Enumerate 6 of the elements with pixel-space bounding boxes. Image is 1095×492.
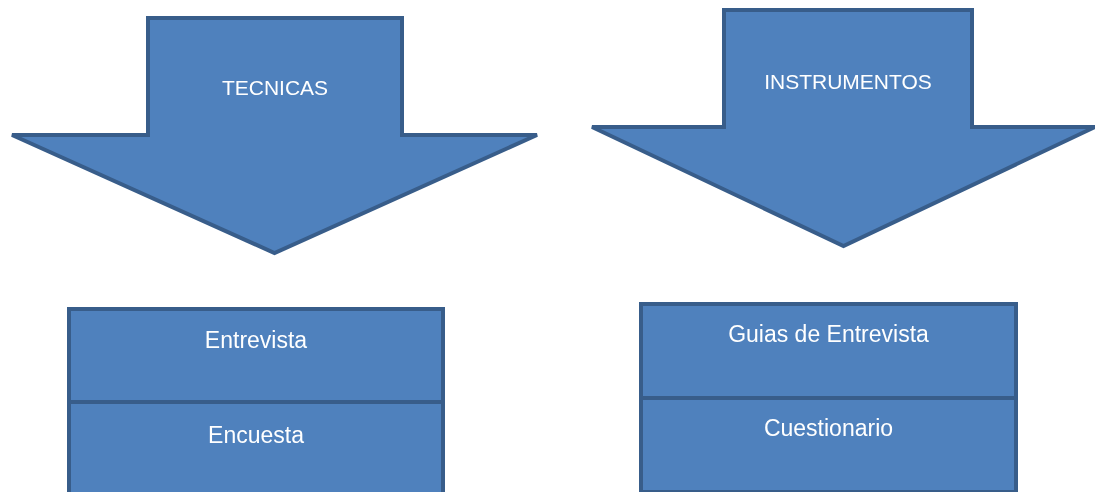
item-label: Cuestionario <box>762 415 895 442</box>
item-label: Entrevista <box>203 327 309 354</box>
heading-text: TECNICAS <box>220 76 330 100</box>
item-label: Encuesta <box>207 422 305 449</box>
item-label: Guias de Entrevista <box>727 321 930 348</box>
heading-text: INSTRUMENTOS <box>763 70 933 94</box>
